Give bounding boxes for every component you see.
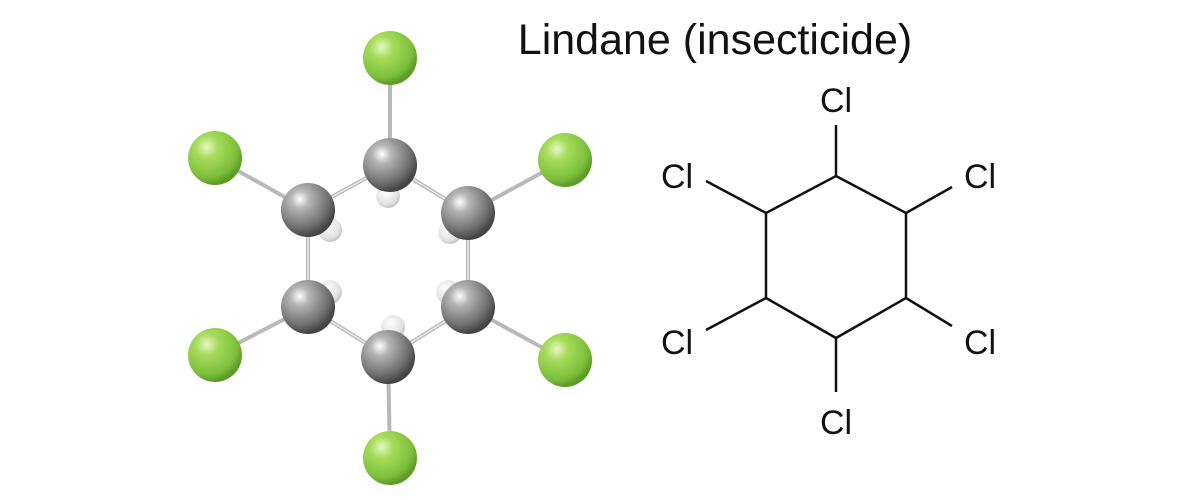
bond-upper-left-cl bbox=[705, 179, 767, 215]
bond-lower-right-cl bbox=[905, 296, 953, 328]
cl-label-bottom: Cl bbox=[820, 404, 852, 442]
chlorine-atom-2 bbox=[538, 133, 592, 187]
ball-and-stick-model bbox=[188, 31, 592, 485]
cl-label-upper-left: Cl bbox=[661, 158, 693, 196]
chlorine-atom-1 bbox=[363, 31, 417, 85]
figure-title: Lindane (insecticide) bbox=[517, 16, 913, 64]
bond-lower-left-cl bbox=[705, 296, 767, 332]
cyclohexane-ring bbox=[764, 174, 908, 340]
chlorine-atom-5 bbox=[188, 328, 242, 382]
carbon-chlorine-bonds bbox=[214, 58, 566, 459]
cl-label-lower-right: Cl bbox=[964, 324, 996, 362]
carbon-atom-4 bbox=[361, 330, 415, 384]
hydrogen-atoms bbox=[318, 184, 462, 339]
carbon-atom-6 bbox=[281, 183, 335, 237]
structural-formula: Cl Cl Cl Cl Cl Cl bbox=[661, 82, 996, 442]
chlorine-atoms bbox=[188, 31, 592, 485]
carbon-atom-3 bbox=[441, 280, 495, 334]
carbon-atom-5 bbox=[281, 280, 335, 334]
chlorine-atom-3 bbox=[538, 333, 592, 387]
cl-label-top: Cl bbox=[820, 82, 852, 120]
carbon-atoms bbox=[281, 138, 495, 384]
carbon-atom-2 bbox=[441, 186, 495, 240]
carbon-atom-1 bbox=[363, 138, 417, 192]
chlorine-atom-6 bbox=[188, 131, 242, 185]
cl-label-upper-right: Cl bbox=[964, 158, 996, 196]
cl-label-lower-left: Cl bbox=[661, 324, 693, 362]
chlorine-atom-4 bbox=[363, 431, 417, 485]
bond-upper-right-cl bbox=[905, 185, 953, 215]
